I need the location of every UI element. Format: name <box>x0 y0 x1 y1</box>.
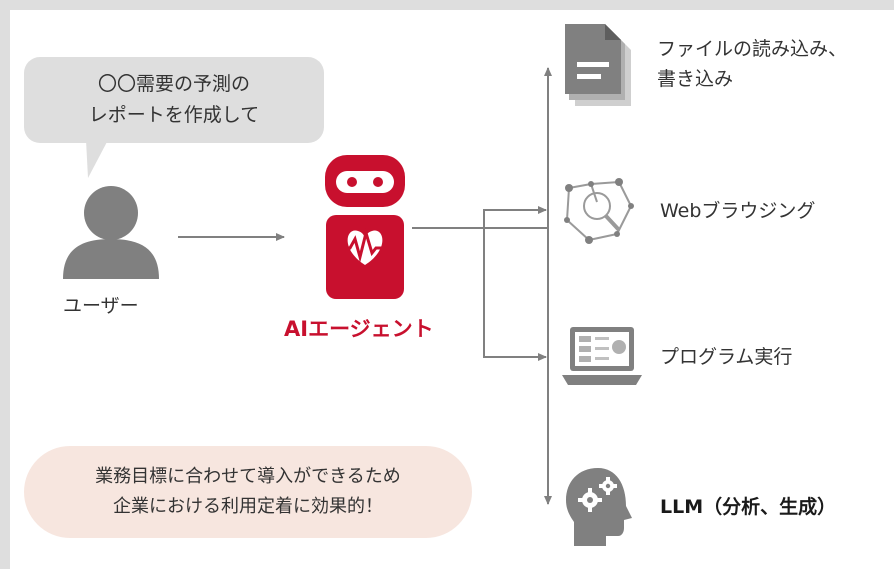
tool-label-file-line1: ファイルの読み込み、 <box>657 38 848 60</box>
web-browsing-icon <box>564 178 634 244</box>
note-line-2: 企業における利用定着に効果的！ <box>113 496 383 517</box>
tool-label-file: ファイルの読み込み、 書き込み <box>657 34 847 94</box>
request-line-2: レポートを作成して <box>88 104 260 126</box>
user-label: ユーザー <box>63 295 139 317</box>
request-line-1: 〇〇需要の予測の <box>97 73 250 95</box>
tool-label-program: プログラム実行 <box>660 346 793 368</box>
laptop-icon <box>562 327 642 385</box>
brain-gear-icon <box>566 468 632 546</box>
branch-program <box>483 228 547 361</box>
user-icon <box>63 186 159 279</box>
request-speech-bubble: 〇〇需要の予測の レポートを作成して <box>24 57 324 143</box>
robot-icon <box>325 155 405 299</box>
agent-label: AIエージェント <box>284 317 434 341</box>
note-line-1: 業務目標に合わせて導入ができるため <box>95 466 401 487</box>
tool-label-web: Webブラウジング <box>660 200 816 222</box>
branch-web <box>483 206 547 228</box>
bubble-tail <box>86 140 108 178</box>
benefit-note: 業務目標に合わせて導入ができるため 企業における利用定着に効果的！ <box>24 446 472 538</box>
file-icon <box>565 24 631 106</box>
tool-label-llm: LLM（分析、生成） <box>660 496 837 518</box>
tool-label-file-line2: 書き込み <box>657 68 734 90</box>
